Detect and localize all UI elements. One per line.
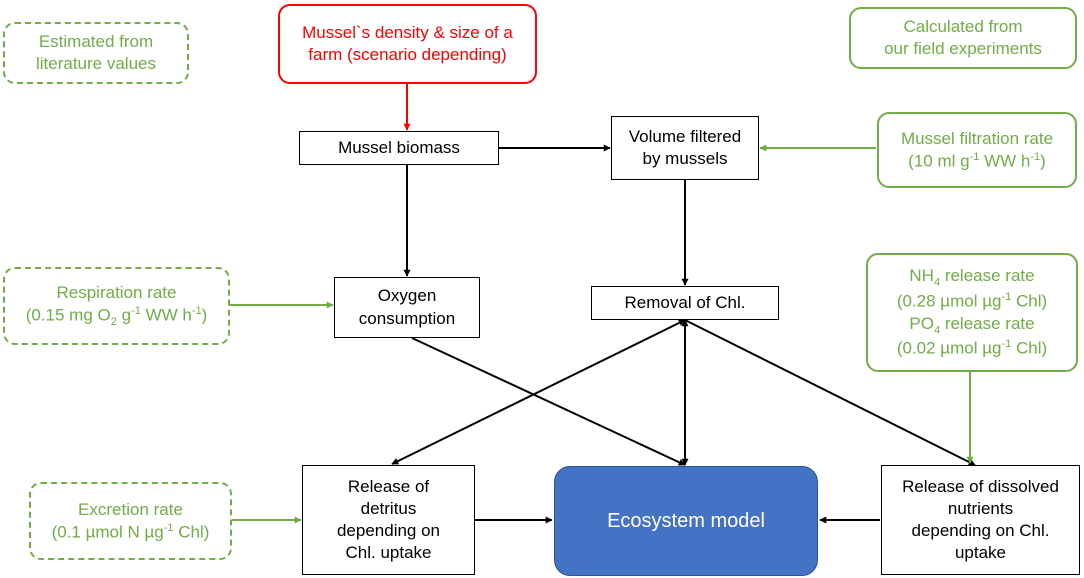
- po4-sub: 4: [933, 323, 941, 336]
- respiration-rate-sup2: -1: [191, 305, 202, 318]
- po4-rate-value: (0.02 µmol µg-1 Chl): [897, 337, 1047, 360]
- mussel-density-line2: farm (scenario depending): [308, 45, 507, 64]
- detritus-line2: detritus: [360, 498, 417, 518]
- po4-post: release rate: [940, 313, 1035, 333]
- filtration-rate-post: ): [1040, 151, 1046, 171]
- filtration-rate-line2: (10 ml g-1 WW h-1): [908, 150, 1046, 173]
- filtration-rate-sup1: -1: [969, 150, 980, 163]
- oxygen-line1: Oxygen: [377, 286, 437, 306]
- po4-rate-label: PO4 release rate: [909, 313, 1034, 338]
- detritus-line3: depending on: [336, 521, 441, 540]
- volume-filtered-line2: by mussels: [642, 149, 728, 168]
- literature-note-line2: literature values: [35, 54, 156, 73]
- detritus-line4: Chl. uptake: [345, 543, 432, 563]
- removal-chl-label: Removal of Chl.: [624, 292, 746, 312]
- excretion-post: Chl): [173, 522, 210, 542]
- mussel-biomass-label: Mussel biomass: [338, 137, 460, 157]
- excretion-sup: -1: [163, 521, 174, 534]
- field-experiments-note: Calculated from our field experiments: [849, 7, 1077, 69]
- oxygen-line2: consumption: [358, 308, 456, 328]
- po4-value-sup: -1: [1001, 338, 1012, 351]
- release-nutrients-box: Release of dissolved nutrients depending…: [881, 465, 1080, 575]
- filtration-rate-line1: Mussel filtration rate: [900, 128, 1054, 148]
- arrow-removal-to-detritus: [391, 319, 686, 465]
- nutrients-line2: nutrients: [947, 498, 1014, 518]
- respiration-rate-line1: Respiration rate: [56, 283, 177, 303]
- filtration-rate-box: Mussel filtration rate (10 ml g-1 WW h-1…: [877, 112, 1077, 188]
- excretion-rate-line2: (0.1 µmol N µg-1 Chl): [52, 521, 210, 544]
- field-note-line1: Calculated from: [903, 16, 1023, 36]
- po4-value-post: Chl): [1011, 338, 1048, 358]
- excretion-pre: (0.1 µmol N µg: [51, 522, 164, 542]
- nh4-post: release rate: [940, 266, 1035, 286]
- nh4-value-pre: (0.28 µmol µg: [896, 291, 1002, 311]
- respiration-rate-box: Respiration rate (0.15 mg O2 g-1 WW h-1): [3, 267, 230, 345]
- nh4-value-post: Chl): [1011, 291, 1048, 311]
- po4-pre: PO: [909, 313, 934, 333]
- nh4-rate-label: NH4 release rate: [909, 265, 1034, 290]
- nutrient-release-rates-box: NH4 release rate (0.28 µmol µg-1 Chl) PO…: [866, 253, 1078, 372]
- nutrients-line4: uptake: [954, 543, 1007, 563]
- literature-note-line1: Estimated from: [38, 31, 154, 51]
- mussel-density-box: Mussel`s density & size of a farm (scena…: [278, 4, 537, 84]
- field-note-line2: our field experiments: [884, 39, 1042, 58]
- volume-filtered-line1: Volume filtered: [628, 126, 742, 146]
- nutrients-line1: Release of dissolved: [902, 476, 1059, 496]
- filtration-rate-mid: WW h: [979, 151, 1031, 171]
- respiration-rate-line2: (0.15 mg O2 g-1 WW h-1): [26, 304, 208, 329]
- literature-note: Estimated from literature values: [3, 22, 189, 84]
- removal-chl-box: Removal of Chl.: [591, 286, 779, 320]
- respiration-rate-post: ): [201, 306, 208, 326]
- filtration-rate-pre: (10 ml g: [908, 151, 970, 171]
- mussel-biomass-box: Mussel biomass: [299, 131, 499, 165]
- arrow-oxygen-to-ecosystem: [411, 337, 686, 466]
- nutrients-line3: depending on Chl.: [911, 521, 1050, 540]
- mussel-density-line1: Mussel`s density & size of a: [302, 22, 513, 42]
- arrow-removal-to-nutrients: [684, 319, 976, 466]
- volume-filtered-box: Volume filtered by mussels: [611, 116, 759, 180]
- respiration-rate-sup1: -1: [131, 305, 141, 318]
- ecosystem-model-label: Ecosystem model: [607, 510, 765, 532]
- respiration-rate-sub: 2: [110, 316, 117, 329]
- nh4-pre: NH: [909, 266, 934, 286]
- nh4-rate-value: (0.28 µmol µg-1 Chl): [897, 290, 1047, 313]
- filtration-rate-sup2: -1: [1030, 150, 1041, 163]
- release-detritus-box: Release of detritus depending on Chl. up…: [302, 465, 475, 575]
- po4-value-pre: (0.02 µmol µg: [896, 338, 1002, 358]
- oxygen-consumption-box: Oxygen consumption: [334, 277, 480, 338]
- detritus-line1: Release of: [347, 476, 430, 496]
- respiration-rate-pre: (0.15 mg O: [25, 306, 111, 326]
- respiration-rate-mid1: g: [116, 306, 132, 326]
- nh4-value-sup: -1: [1001, 290, 1012, 303]
- ecosystem-model-box: Ecosystem model: [554, 466, 818, 576]
- excretion-rate-line1: Excretion rate: [78, 499, 183, 519]
- nh4-sub: 4: [933, 276, 941, 289]
- respiration-rate-mid2: WW h: [140, 306, 192, 326]
- excretion-rate-box: Excretion rate (0.1 µmol N µg-1 Chl): [29, 482, 232, 560]
